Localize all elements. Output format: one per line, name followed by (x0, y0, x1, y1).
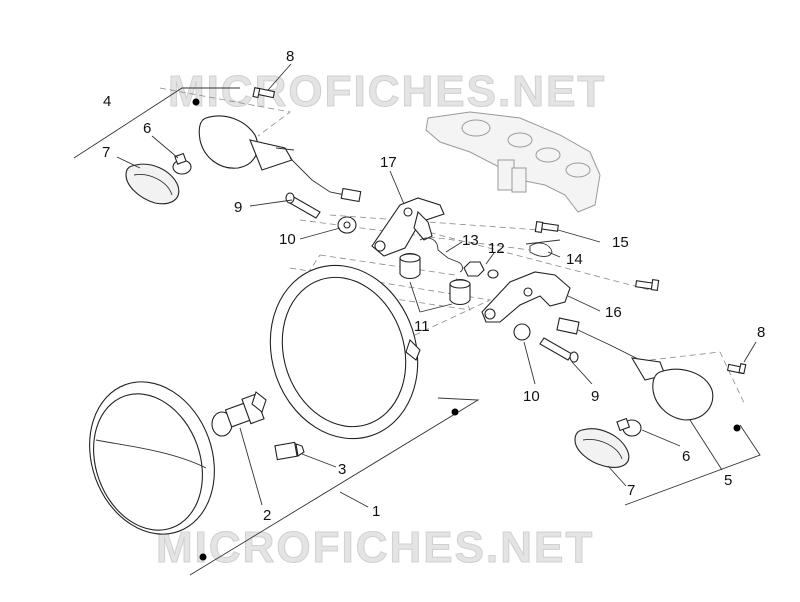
parking-light-bulb (274, 441, 305, 461)
callout-14: 14 (566, 251, 583, 268)
callout-11: 11 (414, 318, 430, 335)
callout-2: 2 (263, 507, 271, 524)
right-washer (513, 323, 531, 341)
callout-9-top: 9 (234, 199, 242, 216)
group-4-bullet (192, 98, 200, 106)
group-1-bullet-bottom (199, 553, 207, 561)
callout-6-top: 6 (143, 120, 151, 137)
right-indicator-housing (556, 317, 714, 421)
upper-screw (534, 221, 559, 233)
cable-tie (525, 239, 561, 257)
rubber-grommets (399, 252, 471, 306)
left-mount-bolt (285, 192, 321, 219)
right-mount-bolt (539, 337, 579, 363)
left-washer (337, 216, 357, 234)
callout-13: 13 (462, 232, 479, 249)
small-nut (463, 261, 499, 279)
callout-8-right: 8 (757, 324, 765, 341)
left-bracket (371, 197, 445, 257)
callout-12: 12 (488, 240, 505, 257)
callout-17: 17 (380, 154, 397, 171)
left-indicator-lens (125, 163, 180, 205)
callout-labels: 8 4 6 7 17 9 10 13 12 14 15 11 16 8 10 9… (102, 48, 765, 524)
right-indicator-screw (726, 363, 747, 375)
callout-15: 15 (612, 234, 629, 251)
right-bracket (481, 271, 571, 323)
callout-4: 4 (103, 93, 111, 110)
watermark-bottom: MICROFICHES.NET (156, 523, 594, 572)
callout-7-right: 7 (627, 482, 635, 499)
wire-clip (419, 237, 463, 273)
right-indicator-lens (574, 428, 630, 468)
left-indicator-bulb (172, 152, 192, 175)
lower-screw (635, 279, 660, 291)
group-1-bullet-top (451, 408, 459, 416)
watermark-top: MICROFICHES.NET (168, 67, 606, 116)
left-indicator-connector (340, 187, 362, 203)
callout-5: 5 (724, 472, 732, 489)
triple-clamp-ghost (425, 111, 601, 213)
leader-lines (116, 63, 757, 508)
group-brackets (73, 87, 761, 576)
callout-16: 16 (605, 304, 622, 321)
callout-10-top: 10 (279, 231, 296, 248)
callout-9-right: 9 (591, 388, 599, 405)
right-indicator-connector (556, 317, 580, 335)
callout-7-top: 7 (102, 144, 110, 161)
left-indicator-screw (252, 87, 276, 99)
headlight-bulb (211, 391, 267, 437)
callout-1: 1 (372, 503, 380, 520)
callout-3: 3 (338, 461, 346, 478)
right-indicator-bulb (616, 417, 642, 437)
left-indicator-housing (198, 115, 362, 203)
group-5-bullet (733, 424, 741, 432)
headlight-lens (89, 381, 215, 535)
headlight-shell (269, 264, 421, 440)
callout-10-right: 10 (523, 388, 540, 405)
callout-8-top: 8 (286, 48, 294, 65)
callout-6-right: 6 (682, 448, 690, 465)
